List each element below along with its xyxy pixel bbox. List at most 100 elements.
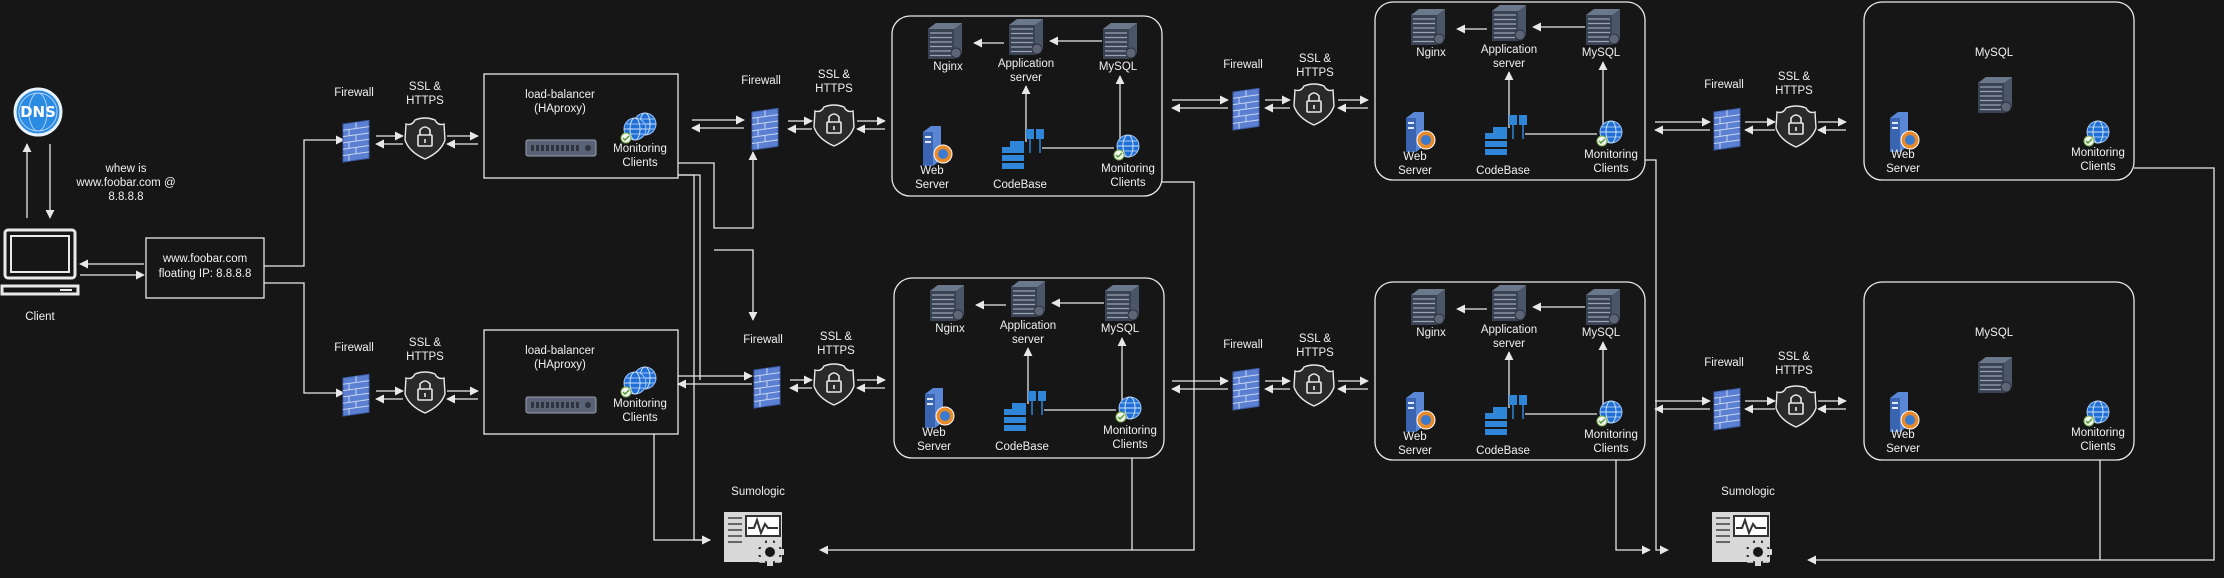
mysql-server-icon	[1586, 9, 1620, 45]
monitoring-clients-label: Monitoring Clients	[1101, 163, 1155, 189]
firewall-icon	[342, 373, 370, 417]
nginx-label: Nginx	[933, 61, 963, 73]
codebase-label: CodeBase	[1476, 445, 1530, 457]
mysql-server-icon	[1105, 285, 1139, 321]
ssl-label: SSL & HTTPS	[1296, 53, 1334, 79]
codebase-label: CodeBase	[1476, 165, 1530, 177]
codebase-label: CodeBase	[993, 179, 1047, 191]
nginx-server-icon	[928, 23, 962, 59]
mysql-label: MySQL	[1974, 47, 2014, 59]
ssl-label: SSL & HTTPS	[817, 331, 855, 357]
ssl-label: SSL & HTTPS	[406, 81, 444, 107]
firewall-icon	[753, 365, 781, 409]
web-server-icon	[1890, 112, 1920, 152]
nginx-label: Nginx	[935, 323, 965, 335]
web-server-icon	[1406, 392, 1436, 432]
ssl-lock-icon	[1775, 385, 1817, 428]
mysql-label: MySQL	[1974, 327, 2014, 339]
ssl-label: SSL & HTTPS	[1296, 333, 1334, 359]
app-server-label: Application server	[1480, 324, 1538, 350]
dns-label: DNS	[20, 103, 56, 121]
mysql-server-icon	[1586, 289, 1620, 325]
lb-top-to-fw2-top	[678, 151, 758, 229]
sumologic-icon	[724, 512, 784, 566]
load-balancer-label: load-balancer (HAproxy)	[525, 89, 595, 115]
firewall-icon	[1232, 87, 1260, 131]
firewall-label: Firewall	[1704, 79, 1744, 91]
server-cluster-1-top	[891, 15, 1163, 197]
app-server-icon	[1009, 19, 1043, 55]
web-server-icon	[925, 388, 955, 428]
monitoring-globe-icon	[1596, 120, 1623, 147]
entry-ip-label: floating IP: 8.8.8.8	[158, 268, 252, 280]
monitoring-clients-label: Monitoring Clients	[1103, 425, 1157, 451]
load-balancer-box-bottom	[483, 329, 679, 435]
mysql-label: MySQL	[1098, 61, 1138, 73]
database-cluster-bottom	[1863, 281, 2135, 461]
app-server-icon	[1492, 285, 1526, 321]
cluster2-bottom-to-sumologic2	[1615, 460, 1651, 555]
monitoring-globe-icon	[1596, 400, 1623, 427]
firewall-label: Firewall	[1223, 59, 1263, 71]
ssl-lock-icon	[813, 363, 855, 406]
firewall-label: Firewall	[1223, 339, 1263, 351]
codebase-icon	[1485, 395, 1527, 435]
ssl-lock-icon	[404, 117, 446, 160]
lb-to-fw2-bottom	[714, 249, 758, 321]
web-server-icon	[1406, 112, 1436, 152]
app-server-icon	[1011, 281, 1045, 317]
web-server-label: Web Server	[1886, 429, 1920, 455]
ssl-lock-icon	[1775, 105, 1817, 148]
monitoring-globe-icon	[1115, 396, 1142, 423]
codebase-icon	[1004, 391, 1046, 431]
load-balancer-label: load-balancer (HAproxy)	[525, 345, 595, 371]
load-balancer-device-icon	[525, 396, 597, 414]
ssl-lock-icon	[813, 104, 855, 147]
db-top-to-sumologic2	[1807, 167, 2215, 565]
ssl-lock-icon	[1293, 83, 1335, 126]
monitoring-clients-label: Monitoring Clients	[613, 143, 667, 169]
client-label: Client	[25, 311, 55, 323]
dns-query-label: whew is www.foobar.com @ 8.8.8.8	[76, 163, 176, 203]
monitoring-clients-label: Monitoring Clients	[2071, 427, 2125, 453]
app-server-icon	[1492, 5, 1526, 41]
nginx-label: Nginx	[1416, 327, 1446, 339]
web-server-label: Web Server	[1398, 151, 1432, 177]
entry-to-firewall-top	[264, 135, 345, 267]
entry-to-firewall-bottom	[264, 282, 345, 398]
monitoring-clients-label: Monitoring Clients	[1584, 429, 1638, 455]
entry-domain-label: www.foobar.com	[162, 253, 248, 265]
server-cluster-2-bottom	[1374, 281, 1646, 461]
web-server-icon	[923, 126, 953, 166]
client-computer-icon	[0, 228, 80, 296]
monitoring-globe-icon	[2083, 400, 2110, 427]
firewall-icon	[342, 119, 370, 163]
ssl-label: SSL & HTTPS	[1775, 351, 1813, 377]
sumologic-icon	[1712, 512, 1772, 566]
nginx-label: Nginx	[1416, 47, 1446, 59]
monitoring-globe-icon	[2083, 120, 2110, 147]
monitoring-clients-label: Monitoring Clients	[613, 398, 667, 424]
ssl-label: SSL & HTTPS	[406, 337, 444, 363]
web-server-icon	[1890, 392, 1920, 432]
app-server-label: Application server	[1480, 44, 1538, 70]
ssl-label: SSL & HTTPS	[815, 69, 853, 95]
codebase-label: CodeBase	[995, 441, 1049, 453]
firewall-label: Firewall	[334, 87, 374, 99]
monitoring-globe-icon	[620, 117, 647, 144]
firewall-label: Firewall	[743, 334, 783, 346]
mysql-label: MySQL	[1100, 323, 1140, 335]
firewall-icon	[1713, 107, 1741, 151]
database-cluster-top	[1863, 1, 2135, 181]
server-cluster-2-top	[1374, 1, 1646, 181]
monitoring-globe-icon	[620, 371, 647, 398]
sumologic-label: Sumologic	[731, 486, 785, 498]
lb-bottom-to-sumologic	[653, 434, 711, 545]
mysql-server-icon	[1978, 357, 2012, 393]
cluster1-top-to-sumologic	[819, 181, 1195, 555]
codebase-icon	[1485, 115, 1527, 155]
ssl-lock-icon	[404, 371, 446, 414]
codebase-icon	[1002, 129, 1044, 169]
server-cluster-1-bottom	[893, 277, 1165, 459]
